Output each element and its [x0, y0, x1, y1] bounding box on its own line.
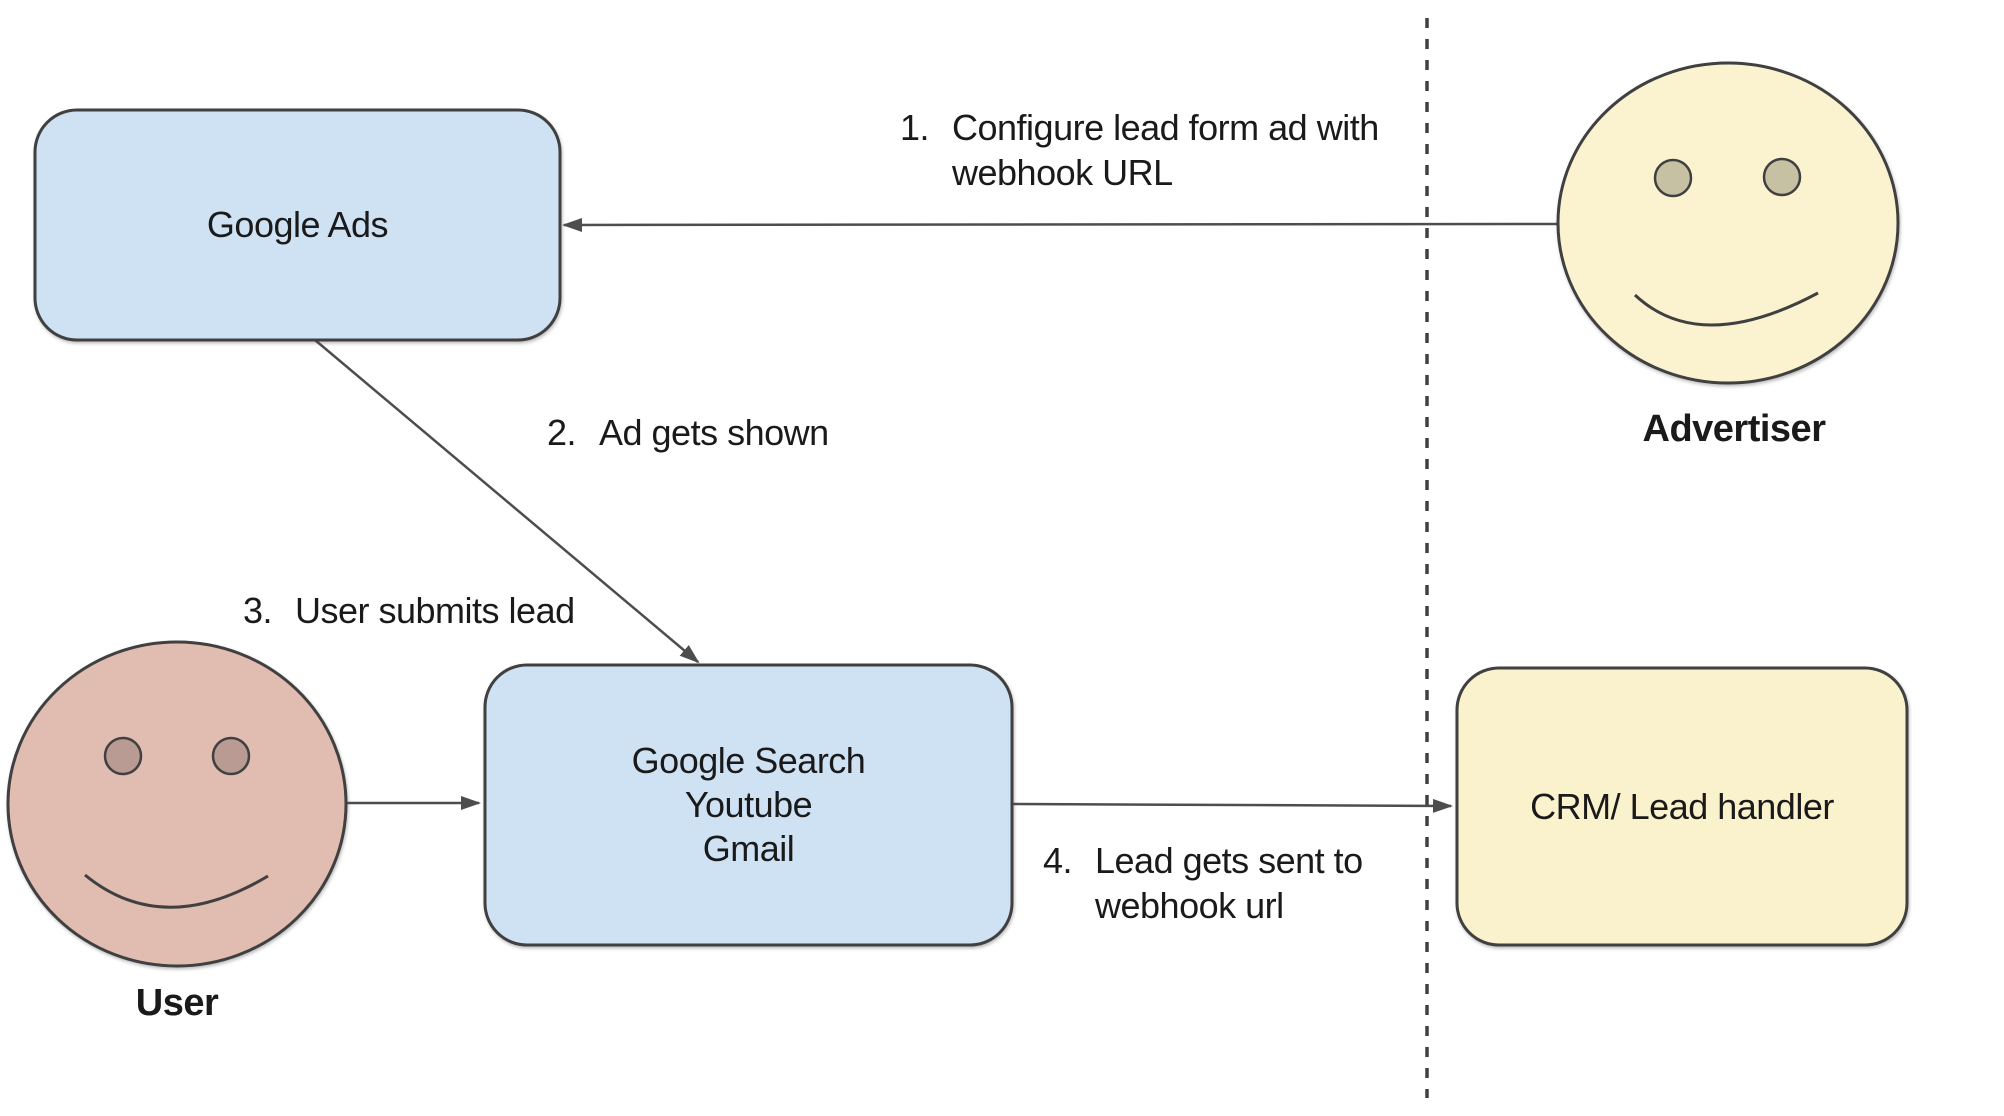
channels-label-line: Youtube — [684, 784, 813, 825]
step-number: 1. — [900, 107, 930, 148]
advertiser-head — [1556, 61, 1900, 385]
user-right-eye — [211, 736, 251, 776]
step-text-line: webhook URL — [952, 152, 1173, 193]
step-number: 3. — [243, 590, 273, 631]
step-label-4: 4. Lead gets sent to webhook url — [1043, 838, 1363, 928]
step-label-3: 3. User submits lead — [243, 588, 575, 633]
arrow-ad-gets-shown — [314, 339, 700, 664]
google-ads-box — [33, 108, 562, 342]
user-label: User — [135, 982, 219, 1024]
arrow-lead-sent-to-webhook — [1011, 798, 1453, 813]
step-text-line: Configure lead form ad with — [952, 107, 1379, 148]
user-left-eye — [103, 736, 143, 776]
channels-label-line: Google Search — [631, 740, 866, 781]
step-text-line: Ad gets shown — [599, 412, 829, 453]
arrow-configure-lead-form — [562, 217, 1559, 232]
channels-box — [483, 663, 1014, 947]
step-number: 2. — [547, 412, 577, 453]
advertiser-left-eye — [1653, 158, 1693, 198]
step-label-1: 1. Configure lead form ad with webhook U… — [900, 105, 1379, 195]
google-ads-label: Google Ads — [206, 204, 389, 245]
crm-box — [1455, 666, 1909, 947]
advertiser-smile — [1633, 291, 1819, 327]
user-head — [6, 640, 348, 968]
advertiser-face — [1556, 61, 1900, 385]
step-text-line: User submits lead — [295, 590, 575, 631]
user-smile — [84, 873, 269, 909]
advertiser-right-eye — [1762, 157, 1802, 197]
step-label-2: 2. Ad gets shown — [547, 410, 829, 455]
step-text-line: webhook url — [1095, 885, 1284, 926]
user-face — [6, 640, 348, 968]
channels-label-line: Gmail — [702, 828, 795, 869]
advertiser-label: Advertiser — [1642, 408, 1826, 450]
step-number: 4. — [1043, 840, 1073, 881]
channels-label: Google Search Youtube Gmail — [485, 665, 1012, 945]
crm-label: CRM/ Lead handler — [1530, 785, 1834, 827]
step-text-line: Lead gets sent to — [1095, 840, 1363, 881]
